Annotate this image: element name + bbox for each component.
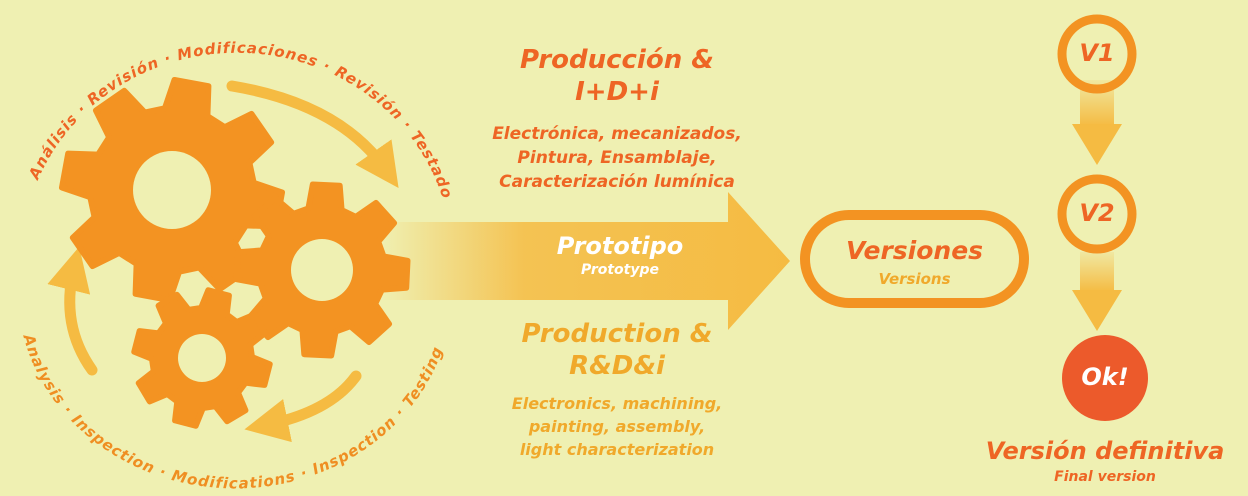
v2-to-ok-arrow-head	[1072, 290, 1122, 331]
production-en-title-line1: Production &	[521, 319, 713, 349]
production-en-details: Electronics, machining, painting, assemb…	[462, 392, 772, 461]
prototype-arrow	[380, 192, 790, 330]
production-es-title-line1: Producción &	[520, 45, 714, 75]
cycle-arrow-top	[226, 80, 399, 189]
v1-to-v2-arrow-head	[1072, 124, 1122, 165]
gear-medium-icon	[233, 181, 411, 359]
v1-label: V1	[1079, 39, 1115, 67]
ok-circle	[1062, 335, 1148, 421]
v2-label: V2	[1079, 199, 1115, 227]
production-es-title: Producción & I+D+i	[472, 44, 762, 108]
prototype-label: Prototipo	[556, 232, 684, 260]
production-en-detail-3: light characterization	[519, 440, 715, 459]
production-en-title-line2: R&D&i	[569, 351, 665, 381]
v2-circle	[1057, 174, 1137, 254]
production-es-details: Electrónica, mecanizados, Pintura, Ensam…	[462, 122, 772, 194]
v1-circle	[1057, 14, 1137, 94]
final-version-sublabel: Final version	[1054, 469, 1156, 485]
gear-small-icon	[131, 287, 273, 429]
cycle-arrow-bottom	[244, 370, 362, 443]
prototype-sublabel: Prototype	[581, 262, 659, 278]
versions-label: Versiones	[845, 236, 984, 265]
production-es-detail-1: Electrónica, mecanizados,	[492, 124, 742, 144]
final-version-label: Versión definitiva	[985, 437, 1225, 465]
cycle-arrow-left	[47, 246, 98, 376]
ok-label: Ok!	[1081, 363, 1129, 391]
production-es-detail-3: Caracterización lumínica	[499, 172, 735, 192]
production-en-detail-2: painting, assembly,	[528, 417, 706, 436]
production-es-title-line2: I+D+i	[575, 77, 659, 107]
versions-sublabel: Versions	[878, 270, 951, 288]
production-es-detail-2: Pintura, Ensamblaje,	[517, 148, 717, 168]
production-en-title: Production & R&D&i	[472, 318, 762, 382]
versions-box	[800, 210, 1029, 308]
production-en-detail-1: Electronics, machining,	[511, 394, 723, 413]
v2-to-ok-arrow-shaft	[1080, 252, 1114, 292]
